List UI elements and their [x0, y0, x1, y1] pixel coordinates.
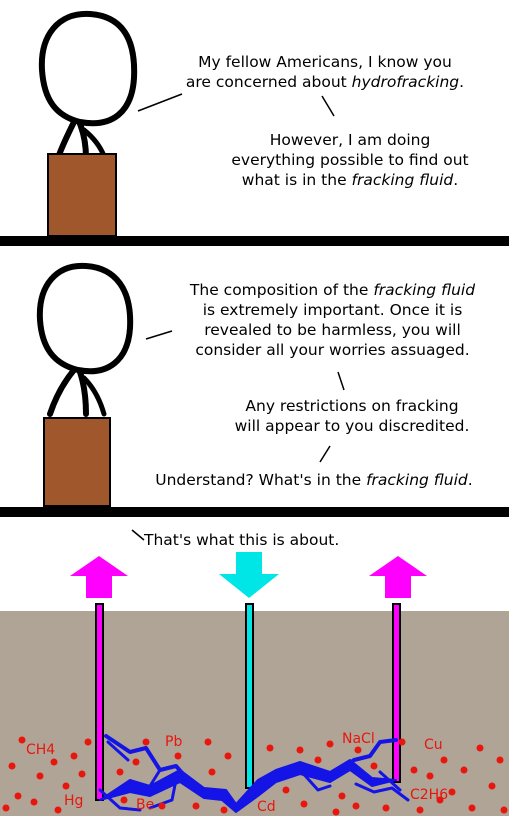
speech-bubble-hydrofracking: My fellow Americans, I know you are conc… — [170, 52, 480, 92]
chemical-label-nacl: NaCl — [342, 731, 375, 747]
speech-text: consider all your worries assuaged. — [195, 341, 470, 359]
chemical-label-ch4: CH4 — [26, 742, 56, 758]
ground — [0, 611, 509, 816]
speech-emphasis: hydrofracking — [351, 73, 460, 91]
panel-divider — [0, 507, 509, 517]
down-arrow-center — [219, 552, 279, 598]
chemical-label-pb: Pb — [165, 734, 183, 750]
speech-emphasis: fracking fluid — [366, 471, 468, 489]
president-figure-panel1 — [38, 10, 138, 161]
caption-what-this-is-about: That's what this is about. — [144, 530, 374, 550]
speech-text: everything possible to find out — [231, 151, 469, 169]
speech-bubble-doing-everything: However, I am doing everything possible … — [205, 130, 495, 190]
chemical-label-cu: Cu — [424, 737, 443, 753]
speech-text: Any restrictions on fracking — [245, 397, 459, 415]
speech-tail — [137, 93, 183, 112]
podium-panel1 — [47, 153, 117, 237]
chemical-label-be: Be — [136, 797, 155, 813]
speech-emphasis: fracking fluid — [373, 281, 476, 299]
speech-bubble-understand: Understand? What's in the fracking fluid… — [134, 470, 494, 490]
fracture-network — [98, 734, 410, 813]
speech-text: . — [453, 171, 459, 189]
well-pipe-center — [245, 603, 254, 789]
speech-text: However, I am doing — [269, 131, 431, 149]
speech-bubble-restrictions: Any restrictions on fracking will appear… — [212, 396, 492, 436]
speech-tail — [337, 371, 345, 391]
speech-text: . — [467, 471, 473, 489]
chemical-label-hg: Hg — [64, 793, 84, 809]
speech-emphasis: fracking fluid — [351, 171, 454, 189]
caption-tail — [131, 529, 145, 541]
speech-tail — [319, 445, 331, 463]
speech-text: The composition of the — [189, 281, 374, 299]
up-arrow-right — [369, 556, 427, 598]
speech-text: revealed to be harmless, you will — [204, 321, 461, 339]
podium-panel2 — [43, 417, 111, 507]
speech-tail — [321, 95, 335, 117]
caption-text: That's what this is about. — [144, 531, 340, 549]
panel-divider — [0, 236, 509, 246]
chemical-dots — [2, 736, 508, 816]
president-figure-panel2 — [36, 262, 134, 417]
speech-text: . — [459, 73, 465, 91]
speech-text: will appear to you discredited. — [234, 417, 470, 435]
speech-text: is extremely important. Once it is — [202, 301, 463, 319]
well-pipe-right — [392, 603, 401, 783]
well-pipe-left — [95, 603, 104, 801]
speech-text: are concerned about — [185, 73, 352, 91]
speech-text: Understand? What's in the — [155, 471, 367, 489]
chemical-label-c2h6: C2H6 — [410, 787, 449, 803]
chemical-label-cd: Cd — [257, 799, 276, 815]
speech-bubble-composition: The composition of the fracking fluid is… — [160, 280, 505, 360]
speech-text: My fellow Americans, I know you — [198, 53, 452, 71]
speech-text: what is in the — [241, 171, 352, 189]
up-arrow-left — [70, 556, 128, 598]
speech-tail — [145, 330, 173, 340]
